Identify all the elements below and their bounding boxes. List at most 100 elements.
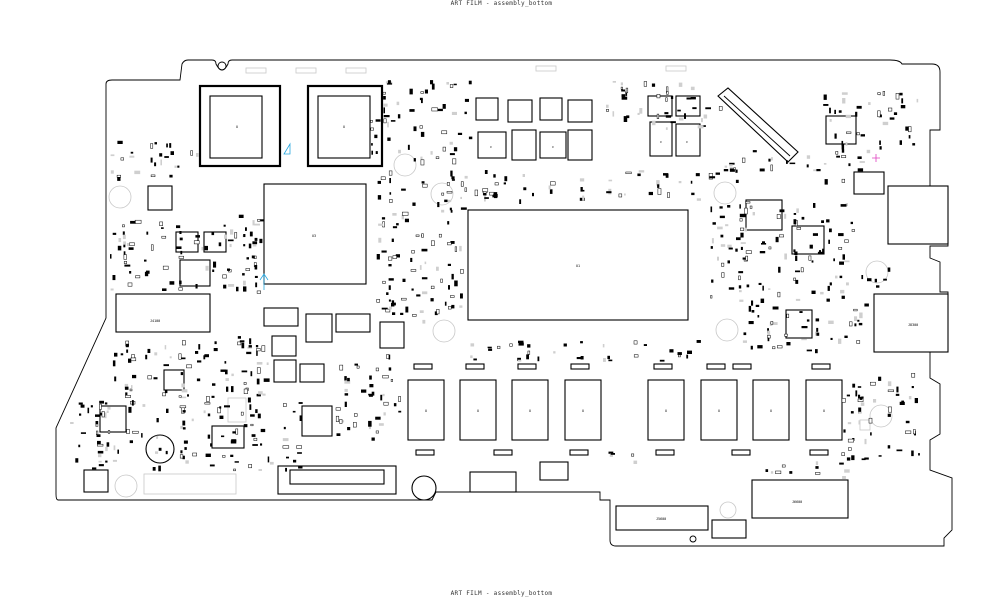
smd-part — [227, 268, 230, 271]
smd-part — [256, 348, 261, 352]
smd-part — [857, 319, 860, 322]
smd-part — [665, 115, 672, 118]
smd-part — [868, 102, 871, 105]
smd-part — [107, 430, 111, 434]
smd-part — [161, 235, 167, 239]
smd-part — [110, 254, 112, 259]
smd-part — [179, 280, 182, 285]
smd-part — [180, 250, 183, 255]
smd-part — [657, 184, 660, 188]
smd-part — [695, 173, 700, 177]
smd-part — [855, 111, 858, 117]
smd-part — [154, 142, 157, 145]
smd-part — [870, 432, 872, 436]
smd-part — [576, 357, 583, 360]
smd-part — [430, 285, 435, 289]
smd-part — [243, 244, 246, 247]
smd-part — [191, 418, 194, 422]
smd-part — [861, 275, 864, 280]
smd-part — [710, 206, 713, 213]
smd-part — [99, 400, 104, 404]
smd-part — [193, 240, 200, 245]
smd-part — [368, 420, 372, 427]
smd-part — [112, 459, 117, 462]
smd-part — [398, 396, 401, 402]
smd-part — [847, 422, 852, 425]
smd-part — [178, 287, 183, 291]
smd-part — [453, 83, 457, 86]
smd-part — [407, 144, 410, 150]
smd-part — [255, 409, 258, 413]
smd-part — [451, 273, 454, 280]
smd-part — [419, 125, 423, 129]
smd-part — [717, 226, 723, 230]
smd-part — [441, 209, 445, 213]
smd-part — [460, 293, 463, 299]
smd-part — [344, 393, 349, 396]
smd-part — [298, 465, 303, 469]
smd-part — [826, 298, 830, 302]
smd-part — [145, 354, 148, 360]
svg-text:U: U — [236, 125, 238, 129]
smd-part — [446, 182, 450, 186]
smd-part — [509, 343, 513, 347]
smd-part — [758, 282, 762, 285]
smd-part — [214, 341, 217, 345]
smd-part — [727, 205, 731, 208]
smd-part — [150, 157, 153, 163]
smd-part — [759, 168, 765, 172]
smd-part — [117, 245, 122, 251]
smd-part — [412, 314, 417, 317]
smd-part — [449, 84, 454, 88]
smd-part — [888, 406, 892, 413]
smd-part — [250, 371, 253, 377]
smd-part — [620, 82, 623, 86]
smd-part — [781, 464, 786, 468]
smd-part — [844, 469, 850, 473]
smd-part — [690, 97, 696, 100]
smd-part — [665, 173, 669, 178]
svg-text:U: U — [823, 409, 825, 413]
smd-part — [896, 449, 903, 452]
smd-part — [648, 191, 653, 196]
smd-part — [422, 319, 426, 324]
smd-part — [776, 214, 781, 219]
smd-part — [643, 81, 647, 87]
smd-part — [488, 348, 493, 351]
smd-part — [608, 451, 614, 454]
smd-part — [537, 356, 540, 362]
smd-part — [260, 428, 266, 433]
ram-chip — [459, 379, 497, 441]
smd-part — [740, 227, 745, 231]
smd-part — [887, 445, 891, 449]
smd-part — [829, 107, 831, 114]
smd-part — [221, 435, 225, 438]
smd-part — [370, 120, 373, 123]
smd-part — [347, 377, 350, 382]
smd-part — [612, 81, 616, 83]
smd-part — [248, 464, 252, 469]
smd-part — [830, 337, 833, 340]
smd-part — [415, 234, 420, 237]
smd-part — [377, 195, 382, 200]
smd-part — [181, 383, 185, 388]
smd-part — [740, 246, 743, 250]
smd-part — [824, 179, 828, 185]
ram-chip — [564, 379, 602, 441]
smd-part — [846, 131, 852, 134]
smd-part — [451, 179, 455, 181]
smd-part — [736, 237, 741, 241]
smd-part — [430, 298, 434, 302]
smd-part — [218, 242, 222, 247]
smd-part — [739, 213, 746, 218]
smd-part — [665, 127, 668, 130]
smd-part — [180, 372, 184, 376]
smd-part — [631, 453, 635, 457]
smd-part — [446, 191, 453, 194]
smd-part — [793, 277, 796, 281]
smd-part — [246, 351, 252, 355]
smd-part — [762, 241, 765, 244]
smd-part — [451, 111, 457, 115]
smd-part — [841, 92, 848, 95]
smd-part — [484, 197, 489, 199]
